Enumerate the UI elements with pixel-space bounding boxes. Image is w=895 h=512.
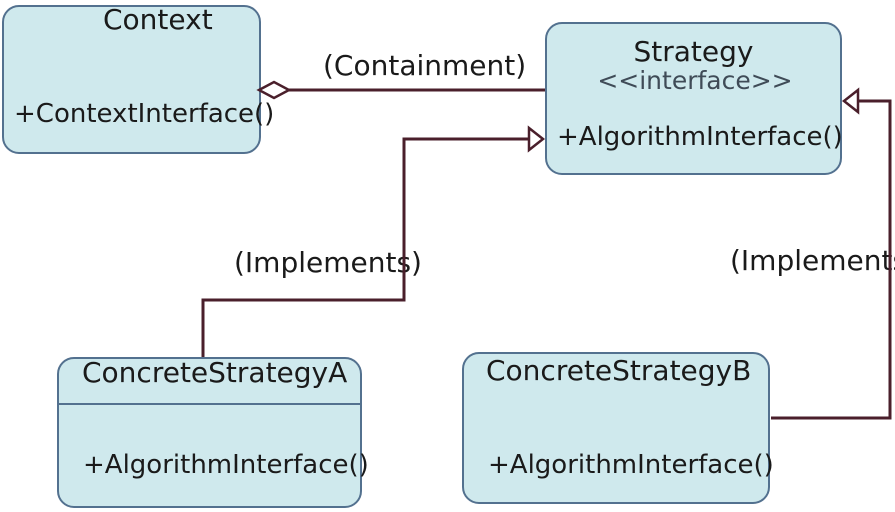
class-name-concrete-strategy-a: ConcreteStrategyA <box>82 356 348 389</box>
relationship-label-implements-a: (Implements) <box>234 246 422 279</box>
class-method-concrete-strategy-a: +AlgorithmInterface() <box>83 450 369 480</box>
class-name-strategy: Strategy <box>633 35 754 68</box>
class-method-context: +ContextInterface() <box>14 99 275 129</box>
class-name-concrete-strategy-b: ConcreteStrategyB <box>486 354 752 387</box>
class-box-concrete-strategy-a <box>57 357 362 508</box>
class-stereotype-interface: <<interface>> <box>597 66 793 95</box>
class-method-concrete-strategy-b: +AlgorithmInterface() <box>488 450 774 480</box>
relationship-label-containment: (Containment) <box>323 49 527 82</box>
relationship-label-implements-b: (Implements) <box>730 244 895 277</box>
aggregation-diamond-icon <box>256 80 292 100</box>
class-box-concrete-strategy-b <box>462 352 770 504</box>
realization-triangle-icon-b <box>841 87 860 115</box>
class-name-context: Context <box>103 3 213 36</box>
class-method-strategy: +AlgorithmInterface() <box>557 122 843 152</box>
realization-triangle-icon-a <box>527 125 546 153</box>
class-box-context <box>2 5 261 154</box>
class-compartment-divider <box>59 403 360 405</box>
